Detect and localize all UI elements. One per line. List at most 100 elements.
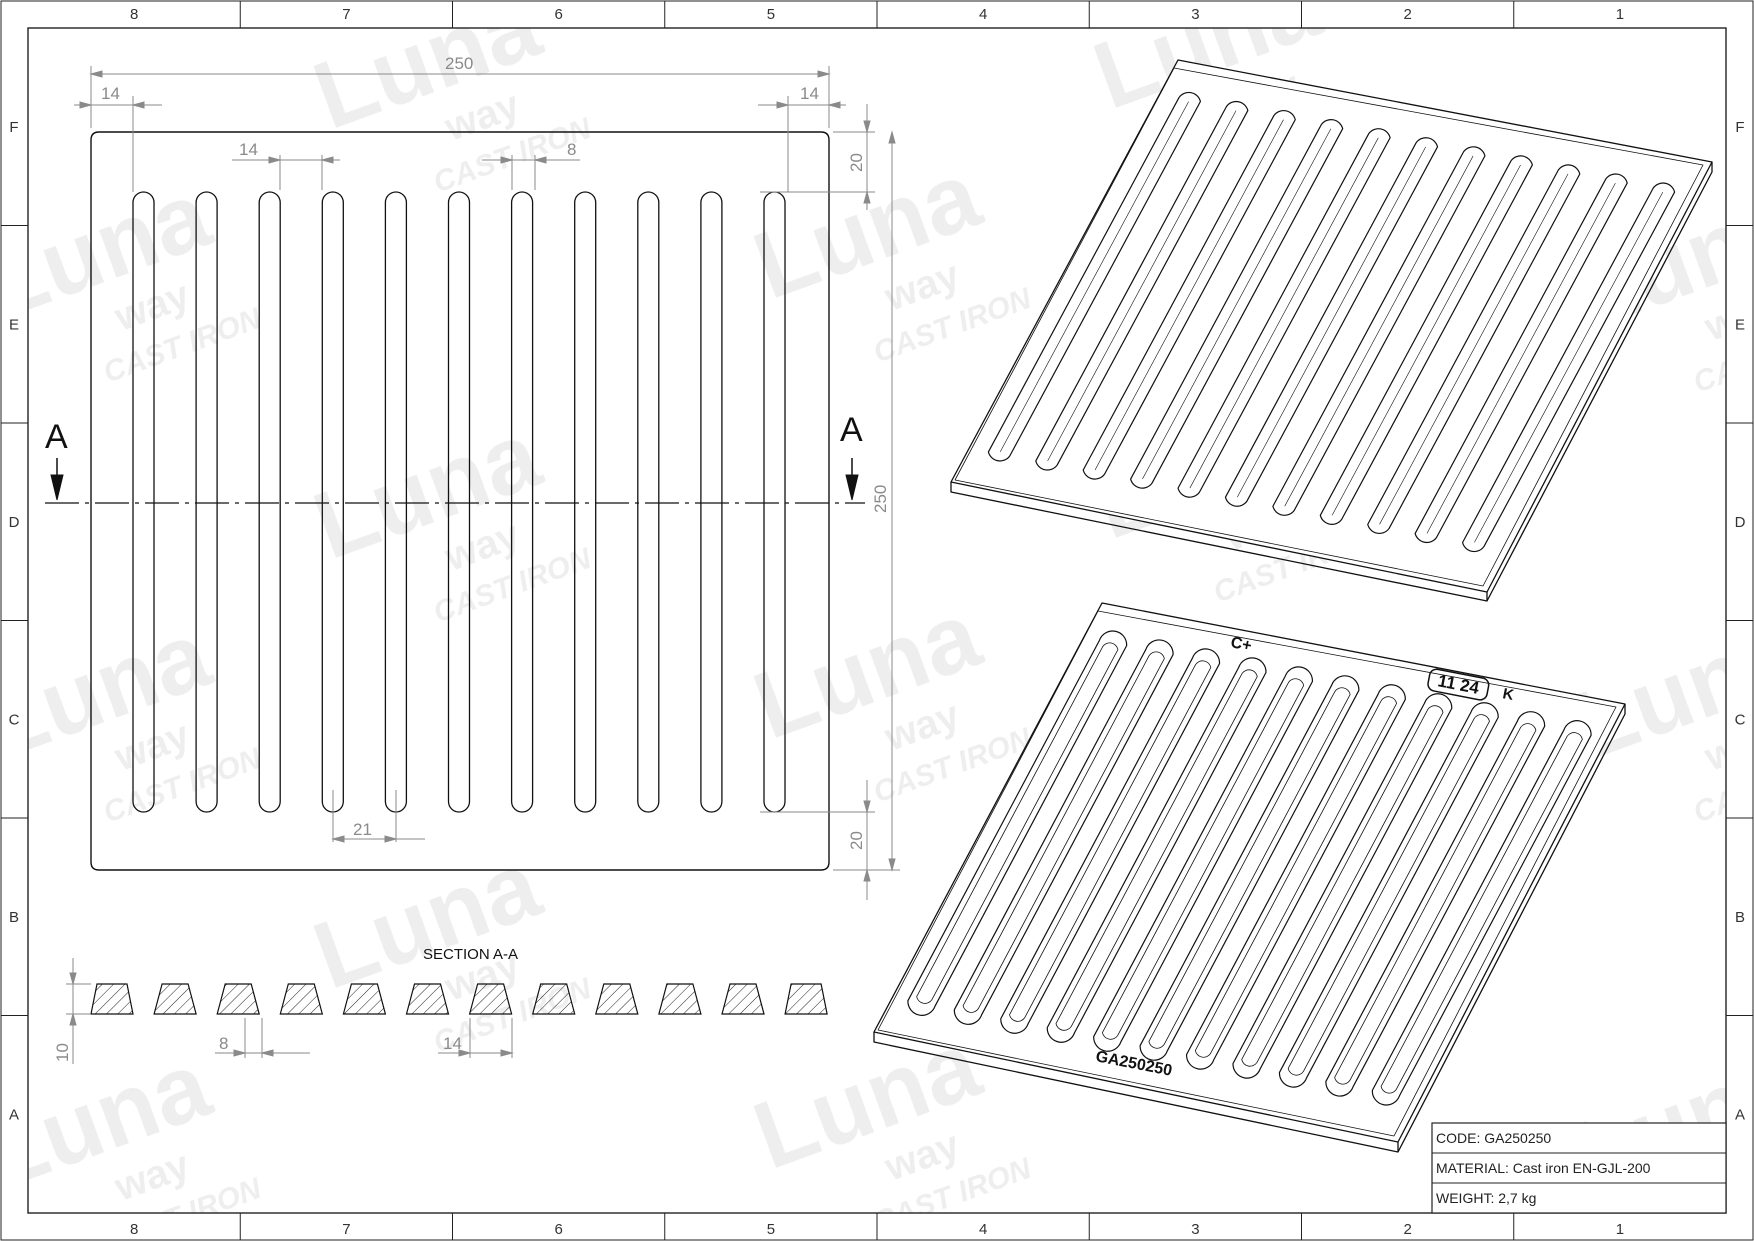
grid-row-label: F xyxy=(9,119,18,136)
section-rib xyxy=(784,983,828,1015)
section-arrow-left xyxy=(50,458,64,501)
iso-slot xyxy=(1000,648,1221,1034)
dim-edge-left: 14 xyxy=(101,84,120,103)
section-title: SECTION A-A xyxy=(423,946,518,963)
plan-slot xyxy=(132,191,155,813)
isometric-top-view xyxy=(950,59,1713,602)
grid-column-label: 2 xyxy=(1403,1221,1411,1238)
plan-slot xyxy=(195,191,218,813)
section-rib xyxy=(468,983,513,1015)
iso-slot xyxy=(907,630,1128,1016)
grid-column-label: 7 xyxy=(342,1221,350,1238)
iso-slot xyxy=(1232,693,1453,1079)
section-rib xyxy=(279,983,324,1015)
section-dimension-lines xyxy=(66,958,514,1064)
grid-column-label: 1 xyxy=(1616,1221,1624,1238)
iso-top-slots xyxy=(987,91,1676,553)
date-code-frame xyxy=(1427,668,1490,701)
iso-slot-inner xyxy=(1287,714,1490,1076)
grid-row-label: F xyxy=(1735,119,1744,136)
grid-column-label: 4 xyxy=(979,6,987,23)
dim-pitch: 21 xyxy=(353,820,372,839)
iso-bottom-slots xyxy=(907,630,1592,1106)
plan-slot xyxy=(258,191,281,813)
dim-overall-height: 250 xyxy=(871,485,890,513)
iso-slot-edge xyxy=(1142,128,1332,480)
grid-row-label: E xyxy=(1735,316,1745,333)
section-rib xyxy=(342,983,387,1015)
plan-dimension-lines xyxy=(74,66,900,900)
iso-slot-inner xyxy=(1334,723,1537,1085)
grid-column-label: 8 xyxy=(130,6,138,23)
title-block-material: MATERIAL: Cast iron EN-GJL-200 xyxy=(1436,1160,1651,1176)
plate-outline xyxy=(90,131,830,871)
isometric-bottom-view xyxy=(873,602,1626,1153)
iso-slot-edge xyxy=(1047,110,1237,462)
plan-slot xyxy=(700,191,723,813)
section-rib xyxy=(531,983,576,1015)
dim-section-slot: 14 xyxy=(443,1034,462,1053)
grid-column-label: 4 xyxy=(979,1221,987,1238)
plan-slot xyxy=(574,191,597,813)
section-rib xyxy=(153,983,197,1015)
section-label-left: A xyxy=(45,418,68,456)
iso-slot-inner xyxy=(962,651,1165,1013)
plan-slot xyxy=(637,191,660,813)
grid-column-label: 2 xyxy=(1403,6,1411,23)
iso-slot-edge xyxy=(1237,146,1426,498)
iso-slot-inner xyxy=(1194,696,1397,1058)
iso-slot xyxy=(1278,702,1499,1088)
iso-slot-edge xyxy=(999,101,1189,452)
iso-slot xyxy=(953,639,1174,1025)
iso-slot-inner xyxy=(916,642,1119,1004)
grid-column-label: 3 xyxy=(1191,1221,1199,1238)
dim-slot-width: 14 xyxy=(239,140,258,159)
cast-mark-c-plus: C+ xyxy=(1229,634,1253,655)
iso-slot-inner xyxy=(1102,678,1305,1040)
iso-slot-edge xyxy=(1331,164,1521,516)
grid-row-label: C xyxy=(1735,711,1746,728)
iso-slot xyxy=(1093,666,1314,1052)
plan-view: A A xyxy=(45,54,900,900)
grid-row-label: B xyxy=(1735,909,1745,926)
grid-column-label: 6 xyxy=(554,6,562,23)
dim-section-height: 10 xyxy=(53,1043,72,1062)
grid-row-label: D xyxy=(9,514,20,531)
iso-slot-inner xyxy=(1241,705,1444,1067)
iso-slot xyxy=(1139,675,1360,1061)
section-rib xyxy=(595,983,639,1015)
section-arrow-right xyxy=(845,458,859,501)
section-label-right: A xyxy=(840,411,863,449)
dim-rib-width: 8 xyxy=(567,140,576,159)
iso-slot-edge xyxy=(1094,119,1284,471)
grid-column-label: 5 xyxy=(767,6,775,23)
grid-column-label: 1 xyxy=(1616,6,1624,23)
dim-edge-right: 14 xyxy=(800,84,819,103)
iso-slot-inner xyxy=(1055,669,1258,1031)
section-rib xyxy=(405,983,450,1015)
title-block-code: CODE: GA250250 xyxy=(1436,1130,1551,1146)
grid-row-label: D xyxy=(1735,514,1746,531)
title-block-weight: WEIGHT: 2,7 kg xyxy=(1436,1190,1536,1206)
section-rib xyxy=(658,983,702,1015)
iso-slot-edge xyxy=(1189,137,1379,489)
iso-slot-edge xyxy=(1426,182,1616,534)
dim-overall-width: 250 xyxy=(445,54,473,73)
grid-column-label: 5 xyxy=(767,1221,775,1238)
iso-slot-inner xyxy=(1009,660,1212,1022)
section-rib xyxy=(721,983,765,1015)
iso-slot-inner xyxy=(1380,732,1583,1094)
grid-column-label: 8 xyxy=(130,1221,138,1238)
iso-slot-edge xyxy=(1474,192,1664,543)
iso-slot xyxy=(1371,720,1592,1106)
iso-slot xyxy=(1046,657,1267,1043)
section-ribs xyxy=(90,983,828,1015)
section-rib xyxy=(216,983,260,1015)
dim-section-rib: 8 xyxy=(219,1034,228,1053)
dim-bottom-margin: 20 xyxy=(847,831,866,850)
